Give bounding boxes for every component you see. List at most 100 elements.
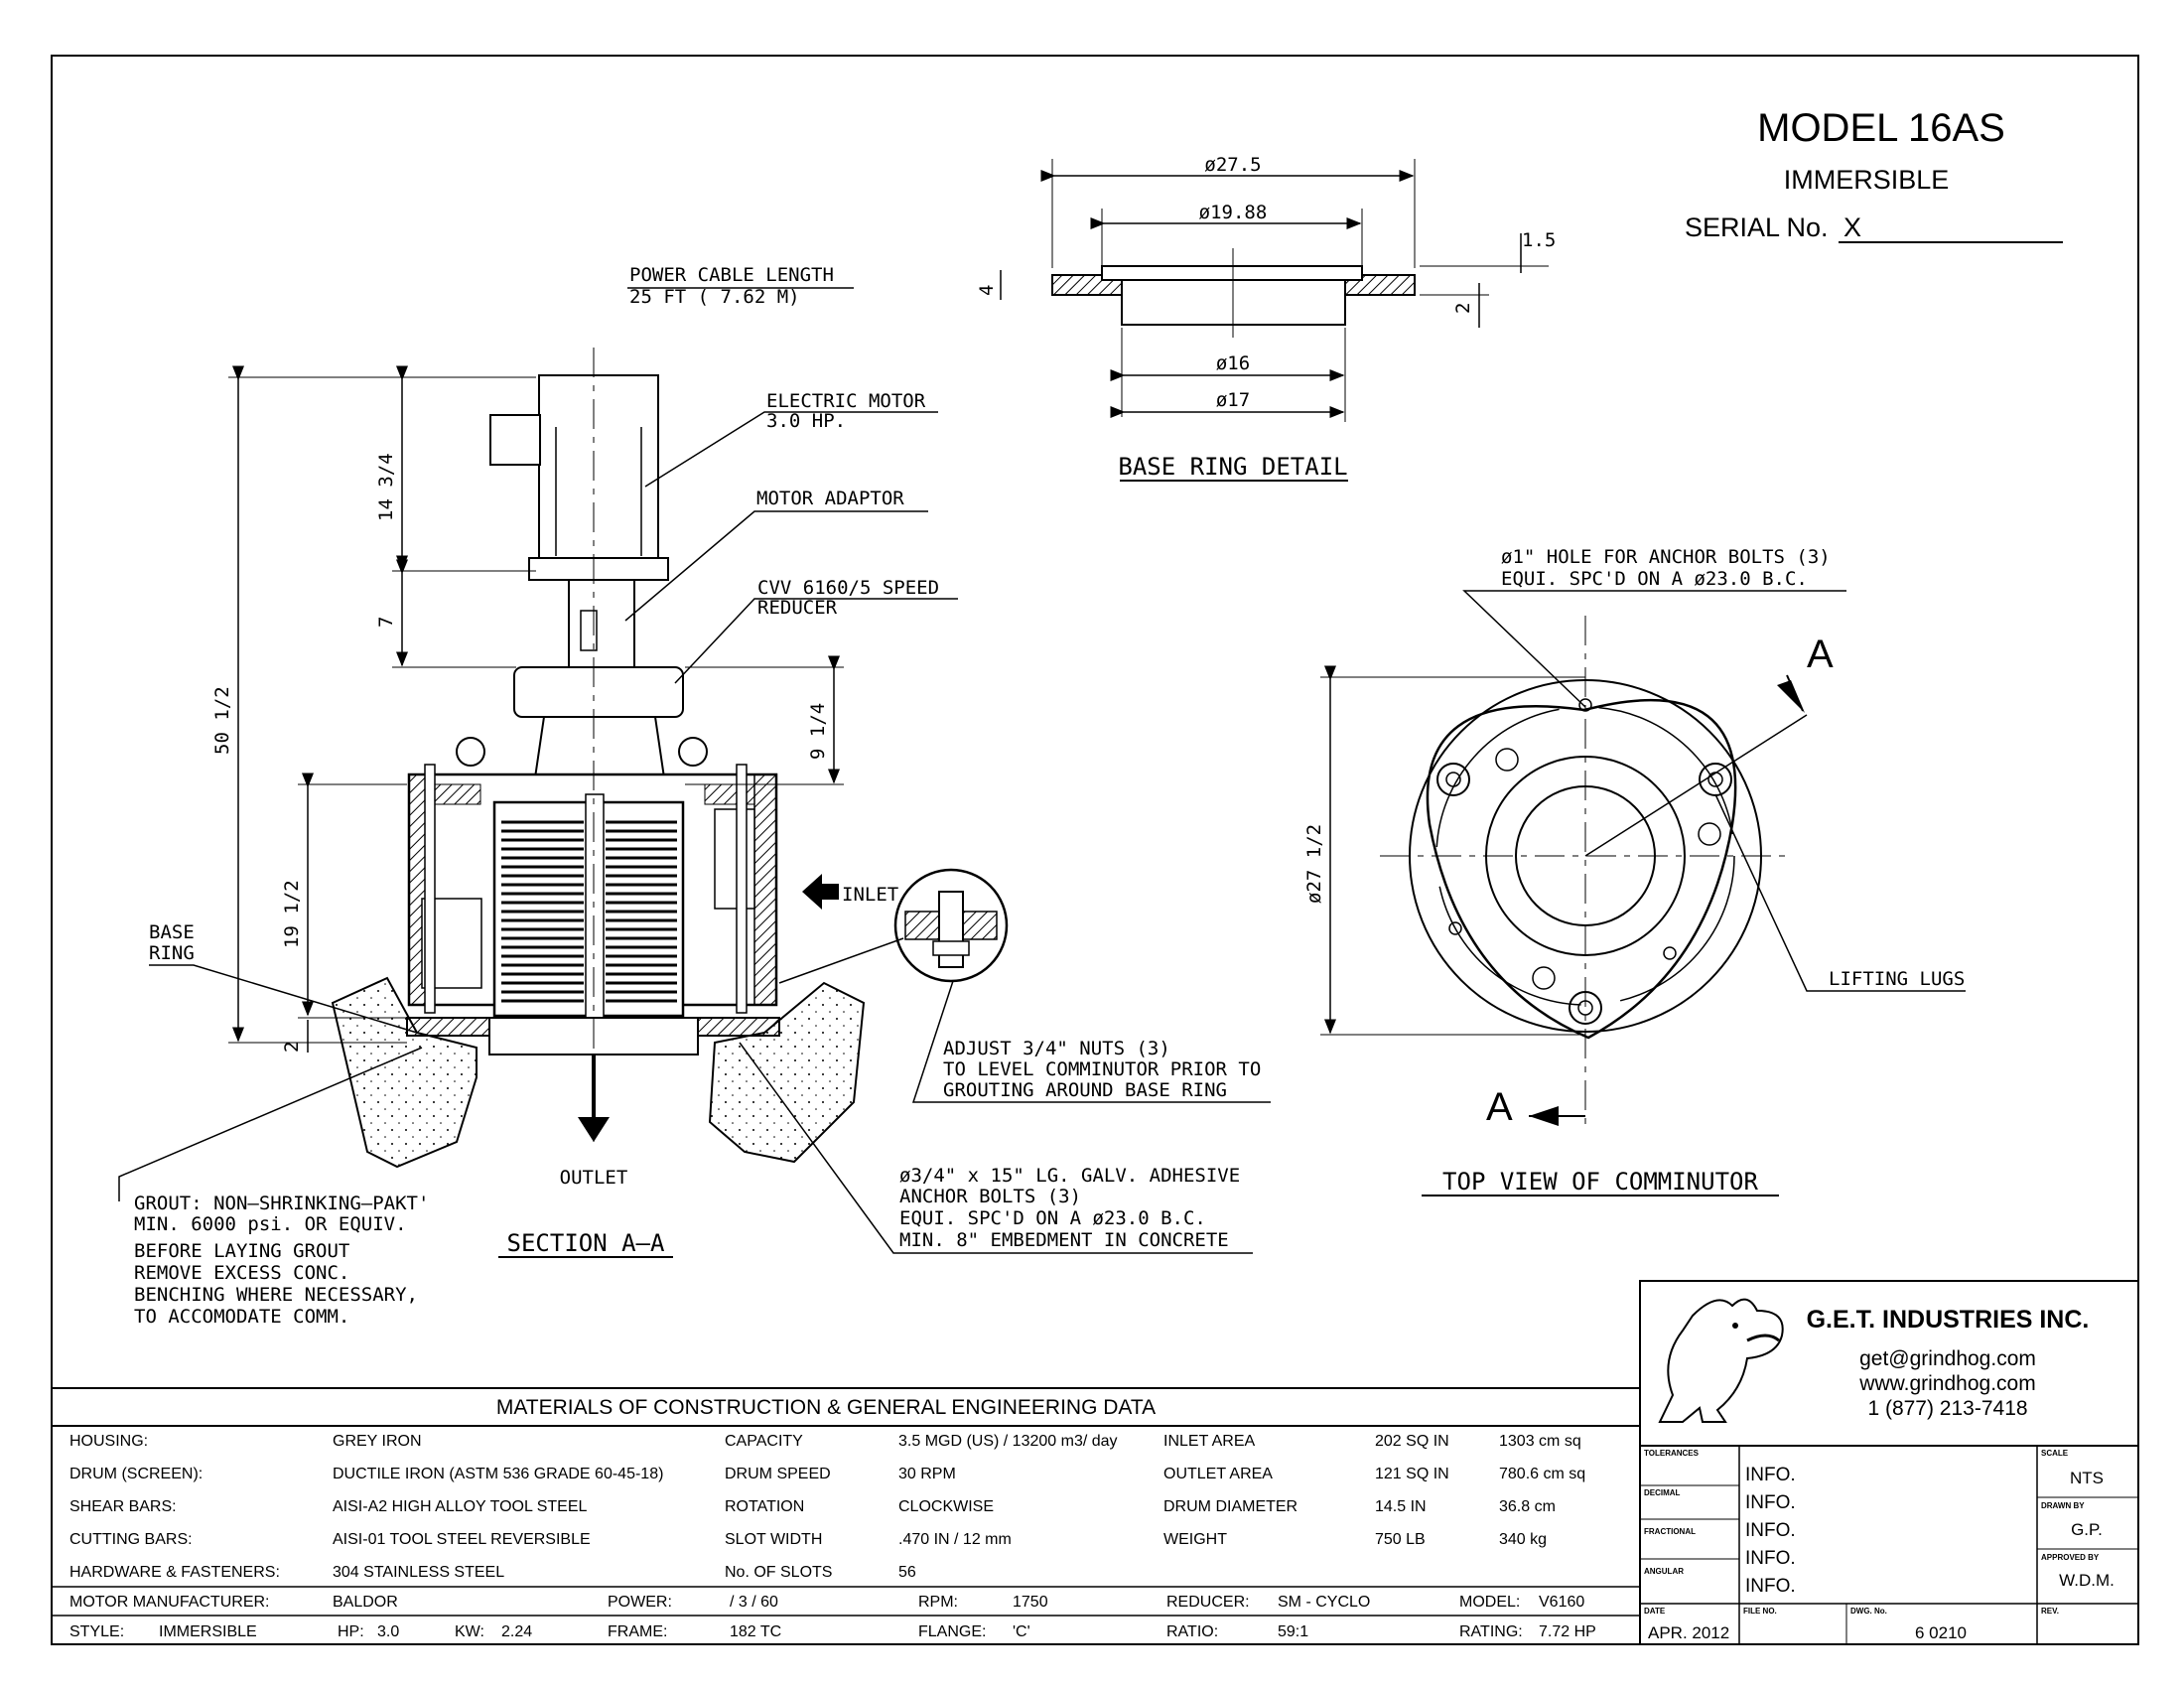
- materials-cell: 750 LB: [1375, 1531, 1426, 1548]
- svg-text:LIFTING LUGS: LIFTING LUGS: [1829, 968, 1965, 990]
- svg-text:RING: RING: [149, 942, 195, 964]
- svg-text:REDUCER: REDUCER: [757, 597, 838, 619]
- materials-cell: 340 kg: [1499, 1531, 1547, 1548]
- drum-ribs: [501, 820, 677, 1003]
- style-cell: 'C': [1013, 1623, 1030, 1640]
- materials-cell: INLET AREA: [1163, 1433, 1256, 1450]
- svg-text:EQUI. SPC'D ON A ø23.0 B.C.: EQUI. SPC'D ON A ø23.0 B.C.: [899, 1207, 1206, 1229]
- svg-text:INFO.: INFO.: [1745, 1548, 1796, 1569]
- svg-text:ANGULAR: ANGULAR: [1644, 1567, 1684, 1576]
- motor-cell: V6160: [1539, 1594, 1584, 1611]
- svg-text:INFO.: INFO.: [1745, 1576, 1796, 1597]
- svg-text:REMOVE EXCESS CONC.: REMOVE EXCESS CONC.: [134, 1262, 349, 1284]
- svg-text:BEFORE LAYING GROUT: BEFORE LAYING GROUT: [134, 1240, 349, 1262]
- materials-cell: AISI-A2 HIGH ALLOY TOOL STEEL: [333, 1498, 588, 1515]
- serial-label: SERIAL No.: [1685, 212, 1829, 242]
- section-a-a: OUTLET INLET POWER CABLE LENGTH 25 FT ( …: [118, 264, 1271, 1328]
- svg-text:ø27.5: ø27.5: [1204, 154, 1261, 176]
- svg-text:DATE: DATE: [1644, 1607, 1666, 1616]
- motor-cell: RPM:: [918, 1594, 958, 1611]
- style-cell: STYLE:: [69, 1623, 124, 1640]
- svg-text:1.5: 1.5: [1522, 229, 1556, 251]
- svg-text:SCALE: SCALE: [2041, 1449, 2069, 1458]
- top-view: A A ø27 1/2 ø1" HOLE FOR ANCHOR BOLTS (3…: [1303, 546, 1966, 1196]
- motor-cell: POWER:: [608, 1594, 672, 1611]
- base-ring-title: BASE RING DETAIL: [1118, 453, 1347, 481]
- motor-cell: BALDOR: [333, 1594, 398, 1611]
- svg-text:DRAWN BY: DRAWN BY: [2041, 1501, 2085, 1510]
- materials-rows: HOUSING: GREY IRON CAPACITY 3.5 MGD (US) / …: [69, 1433, 1585, 1581]
- materials-cell: 121 SQ IN: [1375, 1466, 1449, 1482]
- svg-text:ø27 1/2: ø27 1/2: [1303, 824, 1325, 904]
- svg-text:FRACTIONAL: FRACTIONAL: [1644, 1527, 1696, 1536]
- svg-text:W.D.M.: W.D.M.: [2059, 1571, 2115, 1590]
- svg-text:TO ACCOMODATE COMM.: TO ACCOMODATE COMM.: [134, 1306, 349, 1328]
- company-phone: 1 (877) 213-7418: [1867, 1397, 2027, 1420]
- style-cell: 182 TC: [730, 1623, 781, 1640]
- svg-text:DECIMAL: DECIMAL: [1644, 1488, 1681, 1497]
- svg-text:INFO.: INFO.: [1745, 1520, 1796, 1541]
- materials-cell: 1303 cm sq: [1499, 1433, 1581, 1450]
- materials-cell: SLOT WIDTH: [725, 1531, 822, 1548]
- svg-text:MIN. 8" EMBEDMENT IN CONCRETE: MIN. 8" EMBEDMENT IN CONCRETE: [899, 1229, 1229, 1251]
- materials-cell: 56: [898, 1564, 916, 1581]
- materials-cell: 36.8 cm: [1499, 1498, 1556, 1515]
- style-cell: HP:: [338, 1623, 364, 1640]
- section-arrow-a-top: A: [1807, 633, 1834, 676]
- style-cell: FLANGE:: [918, 1623, 986, 1640]
- svg-text:REV.: REV.: [2041, 1607, 2059, 1616]
- materials-cell: CUTTING BARS:: [69, 1531, 193, 1548]
- materials-cell: CAPACITY: [725, 1433, 803, 1450]
- svg-text:ø17: ø17: [1216, 389, 1250, 411]
- top-view-title: TOP VIEW OF COMMINUTOR: [1442, 1168, 1758, 1196]
- materials-cell: HOUSING:: [69, 1433, 148, 1450]
- materials-cell: OUTLET AREA: [1163, 1466, 1273, 1482]
- materials-cell: No. OF SLOTS: [725, 1564, 832, 1581]
- materials-cell: 14.5 IN: [1375, 1498, 1427, 1515]
- materials-cell: HARDWARE & FASTENERS:: [69, 1564, 280, 1581]
- materials-cell: AISI-01 TOOL STEEL REVERSIBLE: [333, 1531, 591, 1548]
- materials-cell: ROTATION: [725, 1498, 804, 1515]
- svg-text:NTS: NTS: [2070, 1469, 2104, 1487]
- materials-cell: GREY IRON: [333, 1433, 422, 1450]
- base-ring-detail: ø27.5 ø19.88 ø16 ø17 4 2 1.5 BASE RING D…: [976, 154, 1556, 482]
- company-web: www.grindhog.com: [1858, 1372, 2035, 1395]
- section-title: SECTION A–A: [507, 1229, 665, 1257]
- svg-text:2: 2: [1452, 303, 1474, 314]
- motor-cell: MODEL:: [1459, 1594, 1520, 1611]
- svg-text:ø19.88: ø19.88: [1199, 202, 1268, 223]
- materials-cell: .470 IN / 12 mm: [898, 1531, 1012, 1548]
- svg-text:G.P.: G.P.: [2071, 1520, 2103, 1539]
- model-title: MODEL 16AS: [1757, 106, 2005, 150]
- materials-cell: 304 STAINLESS STEEL: [333, 1564, 504, 1581]
- svg-text:BENCHING WHERE NECESSARY,: BENCHING WHERE NECESSARY,: [134, 1284, 418, 1306]
- svg-text:ADJUST 3/4" NUTS (3): ADJUST 3/4" NUTS (3): [943, 1038, 1170, 1059]
- motor-cell: SM - CYCLO: [1278, 1594, 1370, 1611]
- materials-cell: WEIGHT: [1163, 1531, 1227, 1548]
- materials-cell: SHEAR BARS:: [69, 1498, 177, 1515]
- style-cell: FRAME:: [608, 1623, 667, 1640]
- materials-cell: 780.6 cm sq: [1499, 1466, 1585, 1482]
- svg-text:3.0 HP.: 3.0 HP.: [766, 410, 846, 432]
- materials-cell: DRUM DIAMETER: [1163, 1498, 1297, 1515]
- svg-text:GROUT: NON–SHRINKING–PAKT': GROUT: NON–SHRINKING–PAKT': [134, 1193, 429, 1214]
- company-email: get@grindhog.com: [1859, 1347, 2036, 1370]
- svg-text:INFO.: INFO.: [1745, 1465, 1796, 1485]
- materials-cell: CLOCKWISE: [898, 1498, 994, 1515]
- materials-cell: 202 SQ IN: [1375, 1433, 1449, 1450]
- title-block: G.E.T. INDUSTRIES INC. get@grindhog.com …: [1639, 1280, 2139, 1645]
- svg-text:APR. 2012: APR. 2012: [1648, 1623, 1729, 1642]
- svg-text:14 3/4: 14 3/4: [375, 453, 397, 521]
- materials-cell: 3.5 MGD (US) / 13200 m3/ day: [898, 1433, 1118, 1450]
- svg-text:25 FT ( 7.62 M): 25 FT ( 7.62 M): [629, 286, 800, 308]
- svg-text:FILE NO.: FILE NO.: [1743, 1607, 1777, 1616]
- materials-table: MATERIALS OF CONSTRUCTION & GENERAL ENGI…: [52, 1387, 1640, 1640]
- svg-text:TOLERANCES: TOLERANCES: [1644, 1449, 1700, 1458]
- svg-text:MOTOR ADAPTOR: MOTOR ADAPTOR: [756, 488, 904, 509]
- drawing-header: MODEL 16AS IMMERSIBLE SERIAL No. X: [1685, 106, 2063, 243]
- svg-text:MIN. 6000 psi. OR EQUIV.: MIN. 6000 psi. OR EQUIV.: [134, 1213, 407, 1235]
- svg-text:ø16: ø16: [1216, 352, 1250, 374]
- svg-text:DWG. No.: DWG. No.: [1850, 1607, 1887, 1616]
